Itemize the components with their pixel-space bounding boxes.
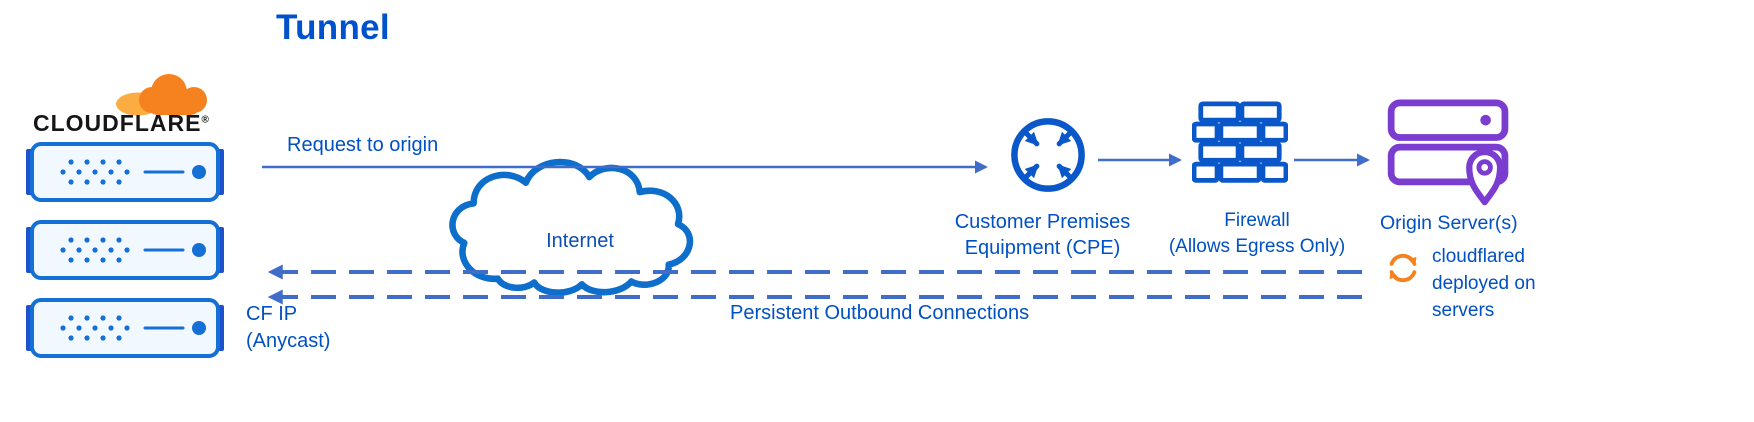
internet-node: Internet: [440, 146, 720, 306]
cpe-label-line2: Equipment (CPE): [964, 237, 1121, 259]
registered-mark: ®: [201, 114, 210, 126]
cpe-label: Customer Premises Equipment (CPE): [935, 209, 1150, 261]
sync-arrows-icon: [1389, 253, 1417, 283]
cf-ip-label-line1: CF IP: [246, 303, 298, 325]
cf-ip-label: CF IP (Anycast): [246, 301, 330, 355]
cloudflared-label-line3: servers: [1432, 300, 1495, 321]
firewall-label-line2: (Allows Egress Only): [1168, 236, 1346, 257]
router-arrows-icon: [1011, 118, 1085, 192]
internet-label: Internet: [546, 230, 614, 252]
cpe-label-line1: Customer Premises: [954, 211, 1131, 233]
persistent-connections-label: Persistent Outbound Connections: [730, 302, 1030, 324]
firewall-label: Firewall (Allows Egress Only): [1148, 208, 1366, 260]
cloudflare-wordmark: CLOUDFLARE®: [33, 110, 210, 137]
origin-servers-label: Origin Server(s): [1380, 212, 1518, 234]
cloudflare-cloud-icon: [116, 74, 207, 116]
cf-ip-label-line2: (Anycast): [246, 330, 331, 352]
firewall-brick-icon: [1192, 101, 1288, 183]
diagram-title: Tunnel: [276, 8, 390, 47]
request-to-origin-label: Request to origin: [287, 134, 439, 156]
firewall-label-line1: Firewall: [1224, 210, 1290, 231]
cloudflare-brand-text: CLOUDFLARE: [33, 110, 202, 136]
cloudflared-label-line1: cloudflared: [1432, 246, 1525, 267]
cloudflared-label: cloudflared deployed on servers: [1432, 243, 1536, 324]
cloudflared-label-line2: deployed on: [1432, 273, 1536, 294]
internet-cloud-icon: [449, 158, 694, 296]
origin-servers-pin-icon: [1387, 99, 1509, 206]
